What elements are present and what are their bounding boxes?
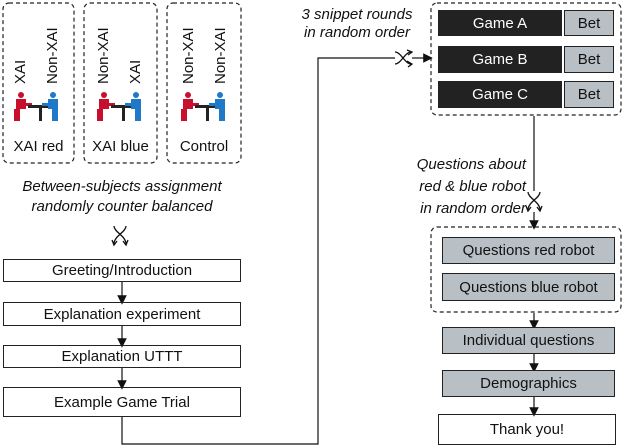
questions-line-3: in random order	[420, 200, 526, 217]
group-3-label-a: Non-XAI	[180, 27, 197, 84]
robot-pair-icon	[97, 92, 141, 121]
group-box-xai-red	[2, 2, 75, 164]
group-box-control	[166, 2, 242, 164]
group-box-xai-blue	[83, 2, 158, 164]
robot-questions-group-box	[430, 226, 622, 313]
snippet-line-2: in random order	[304, 24, 410, 41]
questions-red-robot: Questions red robot	[442, 237, 615, 264]
step-thank-you: Thank you!	[438, 414, 616, 445]
group-1-label-b: Non-XAI	[44, 27, 61, 84]
group-1-label-a: XAI	[12, 59, 29, 84]
step-explanation-experiment: Explanation experiment	[3, 302, 241, 326]
step-explanation-uttt: Explanation UTTT	[3, 345, 241, 368]
game-c-box: Game C	[438, 81, 562, 108]
shuffle-icon	[525, 191, 543, 213]
questions-blue-robot: Questions blue robot	[442, 273, 615, 301]
robot-pair-icon	[181, 92, 225, 121]
game-a-box: Game A	[438, 10, 562, 36]
group-caption-xai-blue: XAI blue	[92, 138, 149, 155]
group-caption-xai-red: XAI red	[13, 138, 64, 155]
bet-b-box: Bet	[564, 46, 614, 73]
shuffle-icon	[111, 225, 129, 247]
group-caption-control: Control	[179, 138, 229, 155]
group-3-label-b: Non-XAI	[212, 27, 229, 84]
step-greeting: Greeting/Introduction	[3, 259, 241, 282]
snippet-line-1: 3 snippet rounds	[301, 6, 413, 23]
shuffle-icon	[394, 49, 414, 68]
questions-line-2: red & blue robot	[419, 178, 526, 195]
group-2-label-b: XAI	[127, 59, 144, 84]
questions-line-1: Questions about	[416, 156, 526, 173]
robot-pair-icon	[14, 92, 58, 121]
assignment-line-1: Between-subjects assignment	[22, 178, 222, 195]
step-demographics: Demographics	[442, 370, 615, 397]
bet-c-box: Bet	[564, 81, 614, 108]
bet-a-box: Bet	[564, 10, 614, 36]
game-b-box: Game B	[438, 46, 562, 73]
step-example-game-trial: Example Game Trial	[3, 387, 241, 417]
assignment-line-2: randomly counter balanced	[31, 198, 213, 215]
group-2-label-a: Non-XAI	[95, 27, 112, 84]
step-individual-questions: Individual questions	[442, 327, 615, 354]
